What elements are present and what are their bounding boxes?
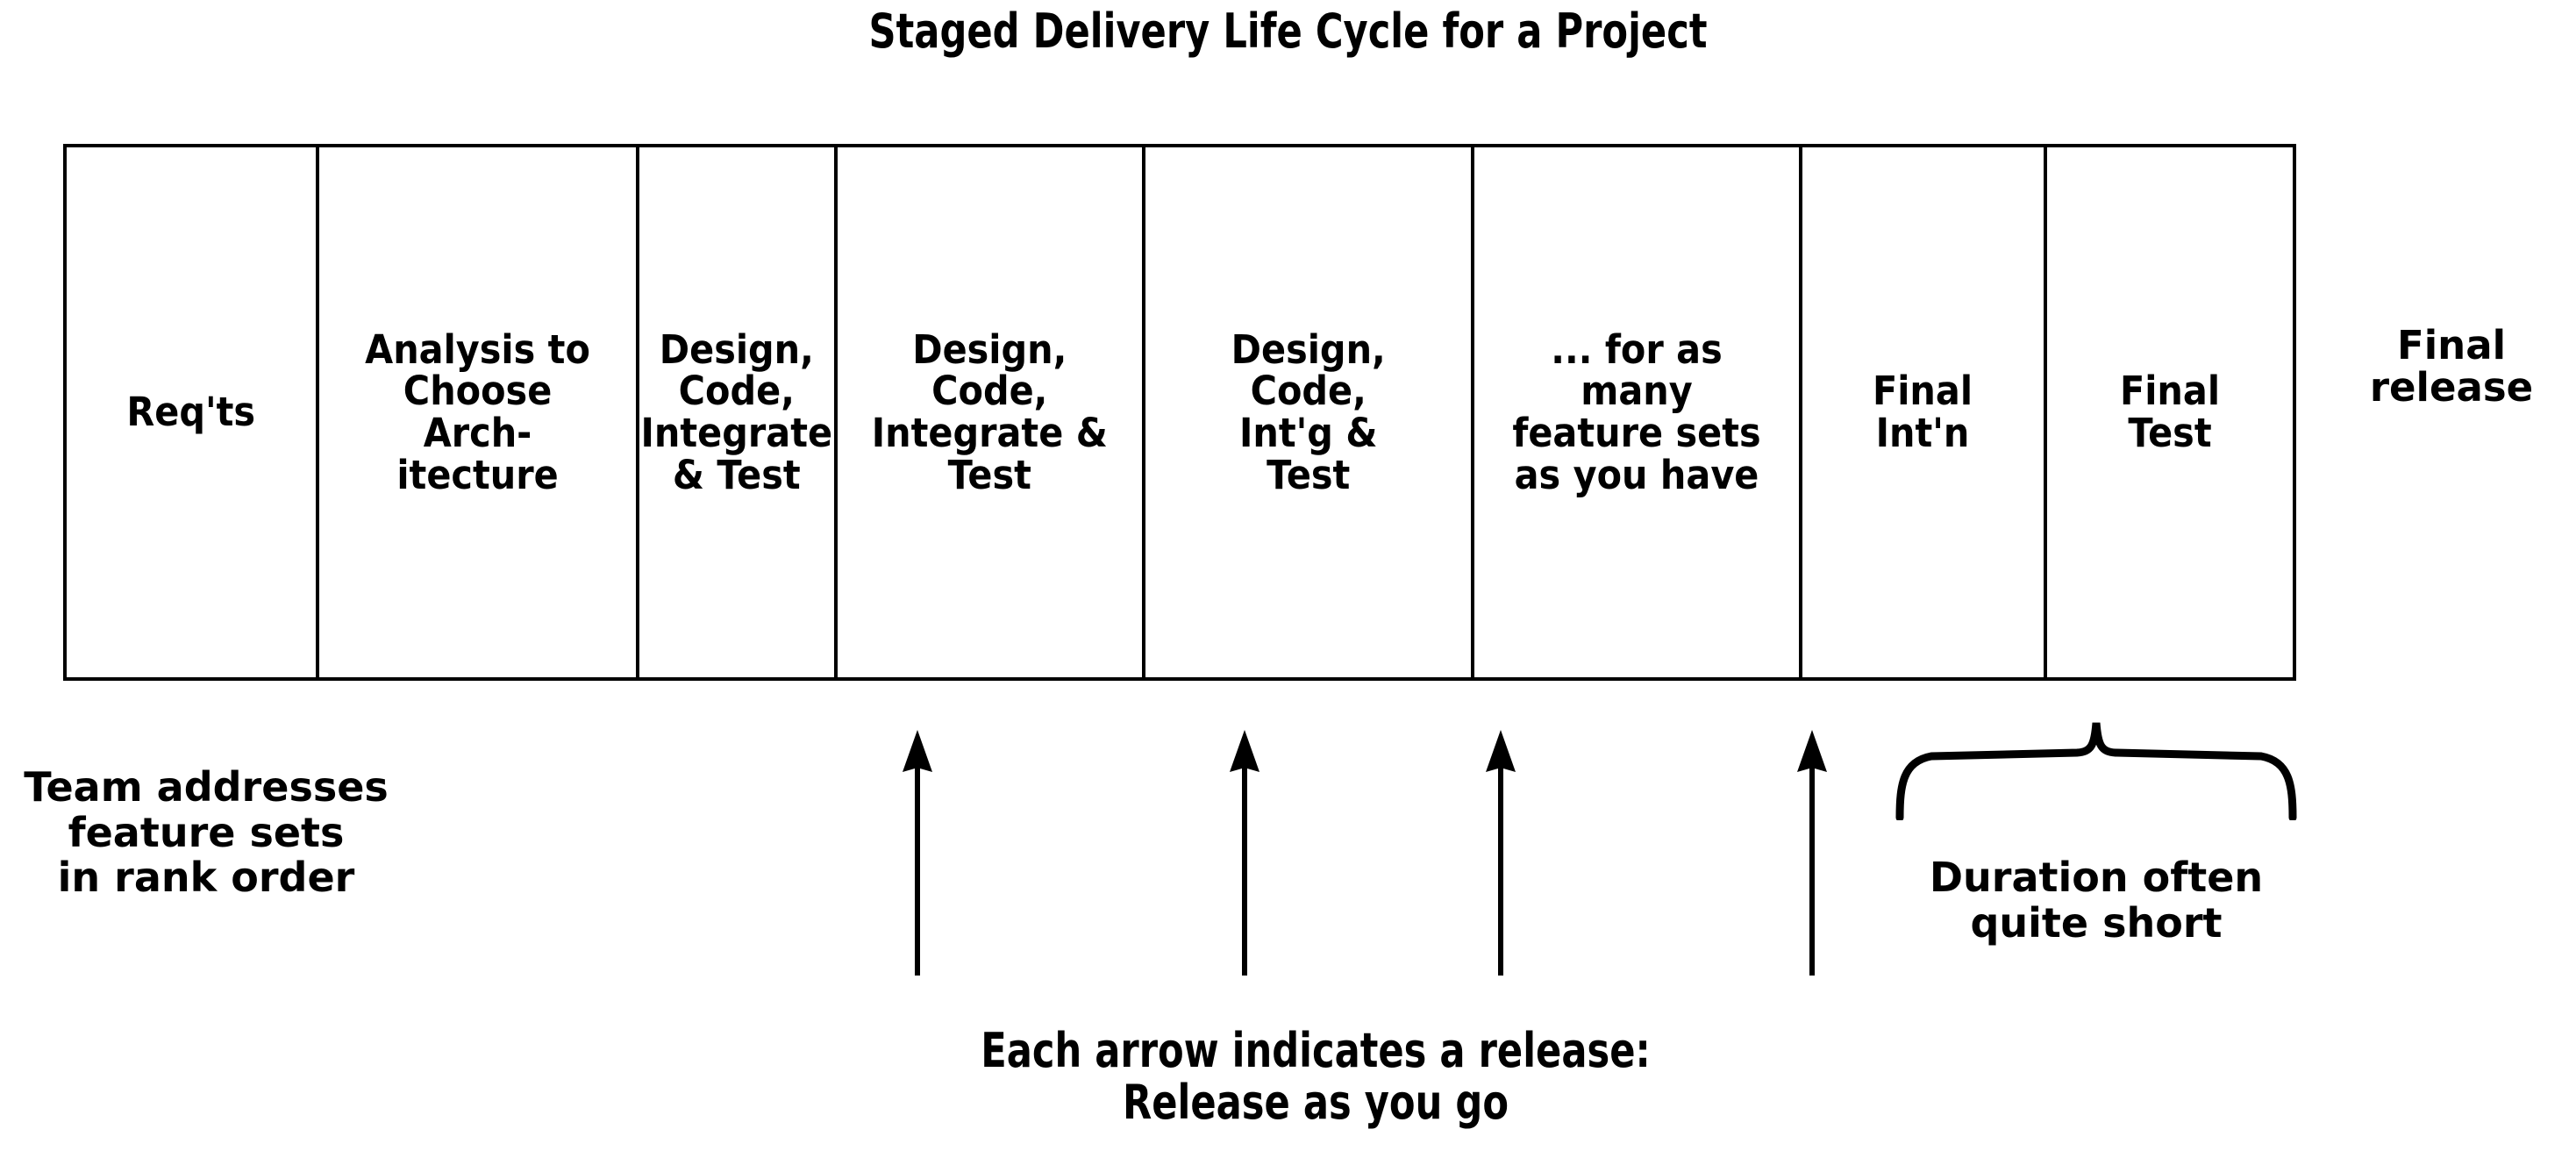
stage-label: ... for as many feature sets as you have bbox=[1512, 325, 1761, 498]
stage-cell-dci-test-2: Design, Code, Integrate & Test bbox=[838, 147, 1145, 677]
stage-label: Design, Code, Int'g & Test bbox=[1231, 325, 1386, 498]
stage-label: Design, Code, Integrate & Test bbox=[871, 325, 1108, 498]
stage-cell-ellipsis: ... for as many feature sets as you have bbox=[1474, 147, 1802, 677]
stage-label: Req'ts bbox=[126, 389, 256, 436]
stage-label: Final Int'n bbox=[1873, 368, 1973, 456]
stage-label: Final Test bbox=[2119, 368, 2221, 456]
final-release-label: Final release bbox=[2369, 322, 2534, 411]
stage-table: Req'ts Analysis to Choose Arch- itecture… bbox=[63, 144, 2296, 681]
stage-cell-dci-test-1: Design, Code, Integrate & Test bbox=[639, 147, 838, 677]
stage-cell-final-test: Final Test bbox=[2047, 147, 2293, 677]
release-arrow-2 bbox=[1230, 730, 1259, 976]
release-arrow-4 bbox=[1797, 730, 1827, 976]
stage-cell-analysis: Analysis to Choose Arch- itecture bbox=[319, 147, 639, 677]
release-arrow-3 bbox=[1486, 730, 1516, 976]
stage-cell-dci-test-3: Design, Code, Int'g & Test bbox=[1145, 147, 1475, 677]
stage-cell-reqts: Req'ts bbox=[67, 147, 320, 677]
stage-cell-final-integration: Final Int'n bbox=[1802, 147, 2047, 677]
duration-brace bbox=[1895, 722, 2297, 820]
caption-rank-order: Team addresses feature sets in rank orde… bbox=[24, 763, 389, 902]
release-arrow-1 bbox=[903, 730, 932, 976]
stage-label: Analysis to Choose Arch- itecture bbox=[365, 325, 590, 498]
page-title: Staged Delivery Life Cycle for a Project bbox=[868, 4, 1708, 59]
caption-release: Each arrow indicates a release: Release … bbox=[981, 1023, 1651, 1131]
caption-duration: Duration often quite short bbox=[1929, 854, 2264, 947]
stage-label: Design, Code, Integrate & Test bbox=[640, 325, 833, 498]
